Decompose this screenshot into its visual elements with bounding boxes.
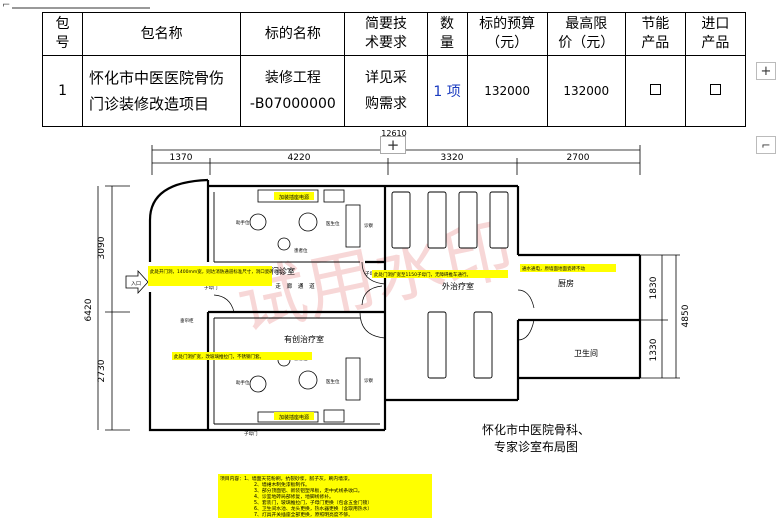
header-item-name: 标的名称 bbox=[240, 12, 346, 56]
room-clinic: 门诊室 bbox=[271, 266, 295, 276]
highlight-note-right bbox=[520, 264, 616, 272]
dim-left-1: 3090 bbox=[97, 236, 107, 259]
dim-top-total: 12610 bbox=[381, 129, 406, 138]
cell-import[interactable] bbox=[684, 55, 747, 127]
plan-title-line2: 专家诊室布局图 bbox=[494, 439, 578, 454]
corner-marker-icon: ⌐ bbox=[2, 0, 11, 11]
project-note-7: 7、灯具开关插座全部更换，原照明亮度不够。 bbox=[254, 511, 353, 518]
table-header-row: 包号 包名称 标的名称 简要技术要求 数量 标的预算（元） 最高限价（元） 节能… bbox=[41, 12, 747, 56]
side-add-button[interactable]: + bbox=[756, 62, 776, 80]
entrance-label: 入口 bbox=[131, 281, 141, 287]
dim-top-2: 4220 bbox=[288, 153, 311, 163]
dim-right-1: 1830 bbox=[649, 276, 659, 299]
project-note-3: 3、部分顶面铝、新装铝塑吊板，走中式线条收口。 bbox=[254, 487, 363, 494]
project-note-6: 6、卫生间水池、龙头更换，热水器更换（含取用热水） bbox=[254, 505, 372, 512]
project-note-2: 2、墙裙木制免漆板制作。 bbox=[254, 481, 310, 488]
floor-plan: 试用水印 1370 4220 3320 2700 12610 3090 2730… bbox=[84, 129, 691, 518]
expand-icon[interactable]: ⌐ bbox=[756, 136, 776, 154]
cell-energy[interactable] bbox=[624, 55, 686, 127]
dim-top-1: 1370 bbox=[170, 153, 193, 163]
highlight-note-mid bbox=[372, 270, 508, 278]
inner-walls bbox=[213, 192, 380, 425]
cell-tech: 详见采购需求 bbox=[344, 55, 428, 127]
cell-item-name: 装修工程-B07000000 bbox=[240, 55, 346, 127]
treatment-beds bbox=[391, 191, 509, 379]
door-arcs bbox=[213, 261, 535, 341]
cell-budget: 132000 bbox=[466, 55, 548, 127]
header-quantity: 数量 bbox=[426, 12, 468, 56]
label-door-2: 子母门 bbox=[365, 270, 379, 277]
label-door-1: 子母门 bbox=[204, 284, 218, 291]
dim-right-2: 1330 bbox=[649, 338, 659, 361]
top-border bbox=[0, 0, 779, 12]
label-corridor: 走 廊 通 道 bbox=[275, 282, 316, 290]
dim-left-total: 6420 bbox=[84, 298, 94, 321]
label-hatch: 垂帘柜 bbox=[180, 317, 194, 324]
outer-walls bbox=[148, 178, 642, 432]
energy-checkbox[interactable] bbox=[649, 84, 661, 95]
highlight-project-notes bbox=[218, 474, 432, 518]
room-bathroom: 卫生间 bbox=[574, 348, 598, 358]
right-dimension-lines bbox=[640, 254, 680, 379]
project-note-4: 4、诊室地砖局部修复，地脚线修补。 bbox=[254, 493, 334, 500]
note-left: 此处开门洞，1400mm宽，则达消防通道标准尺寸，洞口瓷砖收口。 bbox=[150, 268, 287, 275]
cell-max-price: 132000 bbox=[546, 55, 626, 127]
dim-top-3: 3320 bbox=[441, 153, 464, 163]
highlight-socket-top bbox=[274, 192, 314, 200]
label-doctor-bottom: 医生位 bbox=[326, 378, 340, 385]
header-package-no: 包号 bbox=[41, 12, 84, 56]
highlight-socket-bottom bbox=[274, 412, 314, 420]
header-import: 进口产品 bbox=[684, 12, 747, 56]
label-socket-bottom: 加装插座电源 bbox=[279, 414, 309, 421]
top-border-line bbox=[12, 7, 150, 9]
room-treatment: 外治疗室 bbox=[442, 281, 474, 291]
cell-package-no: 1 bbox=[41, 55, 84, 127]
left-dimension-lines bbox=[97, 185, 130, 431]
dim-top-4: 2700 bbox=[567, 153, 590, 163]
dim-left-2: 2730 bbox=[97, 359, 107, 382]
entrance-arrow-icon bbox=[125, 269, 149, 295]
note-mid: 此处门洞扩宽至1150子母门，无障碍推车通行。 bbox=[374, 271, 471, 278]
label-assistant-bottom: 助手位 bbox=[236, 379, 250, 386]
highlight-note-bottom bbox=[172, 352, 312, 360]
note-right: 通水通电，原墙面地面瓷砖不动 bbox=[522, 265, 585, 272]
header-budget: 标的预算（元） bbox=[466, 12, 548, 56]
highlight-note-left bbox=[148, 266, 272, 286]
label-doctor-top: 医生位 bbox=[326, 220, 340, 227]
header-max-price: 最高限价（元） bbox=[546, 12, 626, 56]
project-note-1: 项目内容：1、墙面天花粉刷，抗裂砂浆，腻子灰，刷内墙漆。 bbox=[220, 475, 353, 482]
room-invasive: 有创治疗室 bbox=[284, 334, 324, 344]
cell-package-name: 怀化市中医医院骨伤门诊装修改造项目 bbox=[82, 55, 242, 127]
header-tech: 简要技术要求 bbox=[344, 12, 428, 56]
note-bottom: 此处门洞扩宽，改玻璃推拉门，不锈钢门套。 bbox=[174, 353, 264, 360]
label-assistant-top: 助手位 bbox=[236, 219, 250, 226]
header-package-name: 包名称 bbox=[82, 12, 242, 56]
label-door-3: 子母门 bbox=[244, 430, 258, 437]
table-row: 1 怀化市中医医院骨伤门诊装修改造项目 装修工程-B07000000 详见采购需… bbox=[41, 55, 747, 127]
import-checkbox[interactable] bbox=[709, 84, 721, 95]
add-row-button[interactable]: + bbox=[380, 136, 406, 154]
label-socket-top: 加装插座电源 bbox=[279, 194, 309, 201]
room-kitchen: 厨房 bbox=[558, 278, 574, 288]
plan-title-line1: 怀化市中医院骨科、 bbox=[482, 422, 590, 437]
label-patient-top: 患者位 bbox=[294, 247, 308, 254]
clinic-bottom-furniture bbox=[249, 353, 361, 423]
bid-table: 包号 包名称 标的名称 简要技术要求 数量 标的预算（元） 最高限价（元） 节能… bbox=[41, 12, 747, 127]
dim-right-total: 4850 bbox=[681, 304, 691, 327]
project-note-5: 5、套装门，玻璃推拉门，子母门更换（包含五金门锁） bbox=[254, 499, 372, 506]
label-exam-top: 诊察 bbox=[364, 222, 373, 229]
label-exam-bottom: 诊察 bbox=[364, 377, 373, 384]
cell-quantity: 1 项 bbox=[426, 55, 468, 127]
header-energy: 节能产品 bbox=[624, 12, 686, 56]
